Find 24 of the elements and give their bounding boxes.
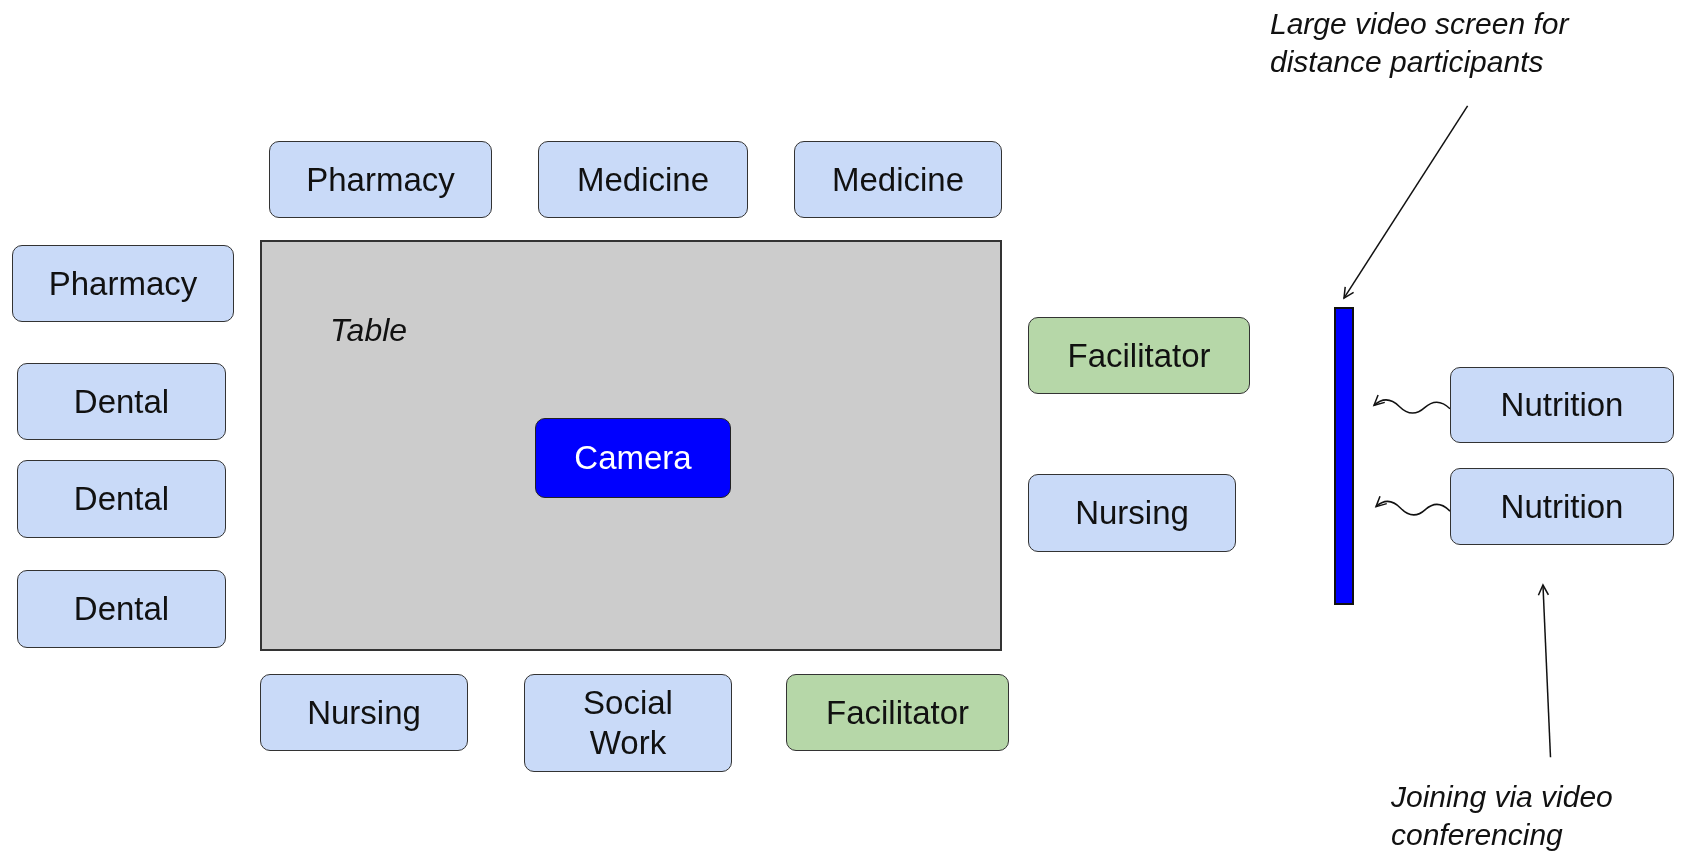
label-box: Facilitator [1028,317,1250,394]
annotation-text: Joining via video conferencing [1391,778,1681,858]
label-box: Dental [17,570,226,648]
annotation-text: Large video screen for distance participants [1270,5,1650,95]
label-box: Social Work [524,674,732,772]
leader-line [1537,584,1552,758]
label-box: Medicine [538,141,748,218]
table-label: Table [330,312,408,349]
leader-line [1343,105,1469,299]
wavy-arrow [1373,394,1451,414]
wavy-arrow [1375,495,1451,516]
label-box: Dental [17,363,226,440]
label-box: Medicine [794,141,1002,218]
label-box: Facilitator [786,674,1009,751]
label-box: Nutrition [1450,468,1674,545]
label-box: Pharmacy [269,141,492,218]
label-box: Dental [17,460,226,538]
video-screen [1334,307,1354,605]
camera-box: Camera [535,418,731,498]
table-area [260,240,1002,651]
label-box: Pharmacy [12,245,234,322]
label-box: Nutrition [1450,367,1674,443]
label-box: Nursing [260,674,468,751]
label-box: Nursing [1028,474,1236,552]
